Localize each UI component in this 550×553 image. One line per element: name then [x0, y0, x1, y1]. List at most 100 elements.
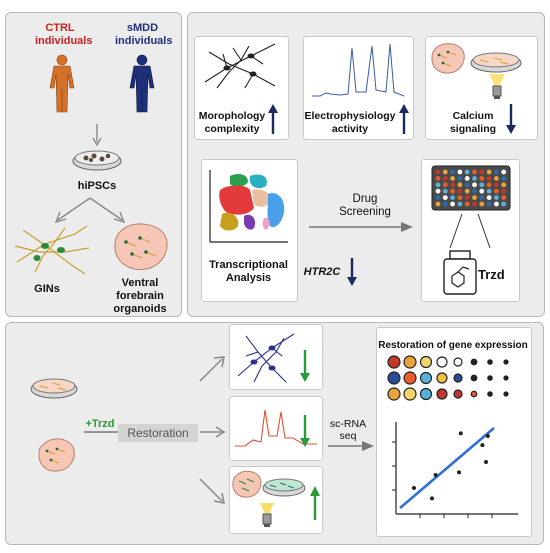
dot-plot-dot — [436, 356, 448, 368]
plate-well — [494, 176, 499, 181]
calcium-down-arrow-icon — [506, 104, 516, 134]
rescue-light-source-icon — [260, 503, 274, 527]
plate-well — [464, 188, 470, 194]
plate-well — [435, 169, 441, 175]
drug-vial-icon — [443, 250, 477, 295]
plate-well — [472, 176, 477, 181]
dot-plot-dot — [470, 390, 478, 398]
down-arrow-icon — [92, 124, 102, 147]
plate-well — [464, 176, 470, 181]
scrna-label: sc-RNA seq — [329, 418, 367, 442]
htr2c-label: HTR2C — [303, 266, 341, 278]
plate-well — [457, 176, 463, 181]
umap-plot — [209, 170, 288, 243]
electrophysiology-card — [303, 36, 414, 140]
rescue-calcium-dish-icon — [262, 478, 306, 497]
plate-well — [435, 201, 441, 207]
plate-well — [501, 201, 507, 207]
dot-plot-dot — [403, 387, 417, 401]
plate-well — [494, 195, 499, 200]
rescued-ephys-trace — [235, 409, 317, 447]
transcriptional-label: Transcriptional Analysis — [209, 259, 288, 284]
plate-well — [501, 176, 507, 181]
plate-well — [486, 182, 492, 188]
rescue-calcium-organoid-icon — [232, 470, 262, 498]
scatter-point — [480, 443, 485, 448]
plate-well — [464, 201, 470, 207]
rescue-morphology-down-arrow-icon — [300, 350, 310, 382]
plate-well — [501, 188, 507, 194]
plate-well — [494, 201, 499, 207]
plate-to-drug-lines — [449, 213, 491, 249]
dot-plot-dot — [387, 387, 401, 401]
plate-well — [486, 195, 492, 200]
htr2c-down-arrow-icon — [347, 258, 357, 286]
plate-well — [479, 182, 485, 188]
plate-well — [457, 201, 463, 207]
plate-well — [472, 201, 477, 207]
plate-well — [435, 195, 441, 200]
hipsc-label: hiPSCs — [77, 180, 117, 192]
plate-well — [501, 169, 507, 175]
restoration-badge: Restoration — [118, 424, 198, 442]
fan-arrows-icon — [199, 356, 226, 504]
dot-plot-dot — [470, 374, 478, 382]
rescue-organoid-icon — [38, 438, 75, 472]
plate-well — [435, 188, 441, 194]
ctrl-person-icon — [49, 54, 75, 113]
rescue-ephys-down-arrow-icon — [300, 415, 310, 447]
plate-well — [464, 182, 470, 188]
plate-well — [450, 176, 455, 181]
hipsc-dish-icon — [72, 150, 122, 171]
plate-well — [457, 169, 463, 175]
smdd-label: sMDD individuals — [115, 22, 173, 47]
dot-plot-dot — [470, 358, 478, 366]
dot-plot-dot — [419, 371, 433, 385]
dot-plot-dot — [419, 387, 433, 401]
calcium-organoid-icon — [431, 43, 465, 74]
plate-well — [464, 195, 470, 200]
morphology-up-arrow-icon — [268, 104, 278, 134]
dot-plot-dot — [487, 391, 493, 397]
plate-well — [442, 195, 448, 200]
plate-well — [501, 182, 507, 188]
plate-well — [450, 188, 455, 194]
plate-well — [501, 195, 507, 200]
rescue-ephys-card — [229, 396, 323, 461]
gins-label: GINs — [34, 283, 60, 295]
dot-plot-dot — [503, 391, 509, 397]
gin-neurons-icon — [14, 225, 90, 275]
electrophysiology-label: Electrophysiology activity — [304, 110, 396, 135]
dot-plot-dot — [503, 359, 509, 365]
dot-plot — [387, 355, 509, 401]
dot-plot-dot — [436, 372, 448, 384]
smdd-person-icon — [129, 54, 155, 113]
dot-plot-dot — [436, 388, 448, 400]
plate-well — [435, 176, 441, 181]
calcium-label: Calcium signaling — [449, 110, 497, 135]
scatter-point — [485, 434, 490, 438]
plate-well — [494, 188, 499, 194]
scatter-point — [430, 496, 434, 501]
plate-well — [442, 169, 448, 175]
plate-well — [450, 201, 455, 207]
dot-plot-dot — [419, 355, 433, 369]
neuron-morphology-icon — [204, 43, 276, 89]
dot-plot-dot — [387, 355, 401, 369]
light-source-icon — [489, 74, 505, 99]
dot-plot-dot — [453, 389, 463, 399]
scatter-point — [412, 486, 416, 490]
ephys-up-arrow-icon — [399, 104, 409, 134]
dot-plot-dot — [487, 359, 493, 365]
morphology-label: Morophology complexity — [198, 110, 266, 135]
correlation-scatter — [392, 422, 518, 518]
plate-well — [479, 195, 485, 200]
plate-well — [472, 188, 477, 194]
plate-well — [457, 188, 463, 194]
plate-well — [479, 201, 485, 207]
organoid-label: Ventral forebrain organoids — [113, 277, 167, 315]
organoid-icon — [114, 223, 168, 270]
dot-plot-dot — [387, 371, 401, 385]
branch-arrows-icon — [54, 197, 126, 224]
plate-well — [486, 201, 492, 207]
